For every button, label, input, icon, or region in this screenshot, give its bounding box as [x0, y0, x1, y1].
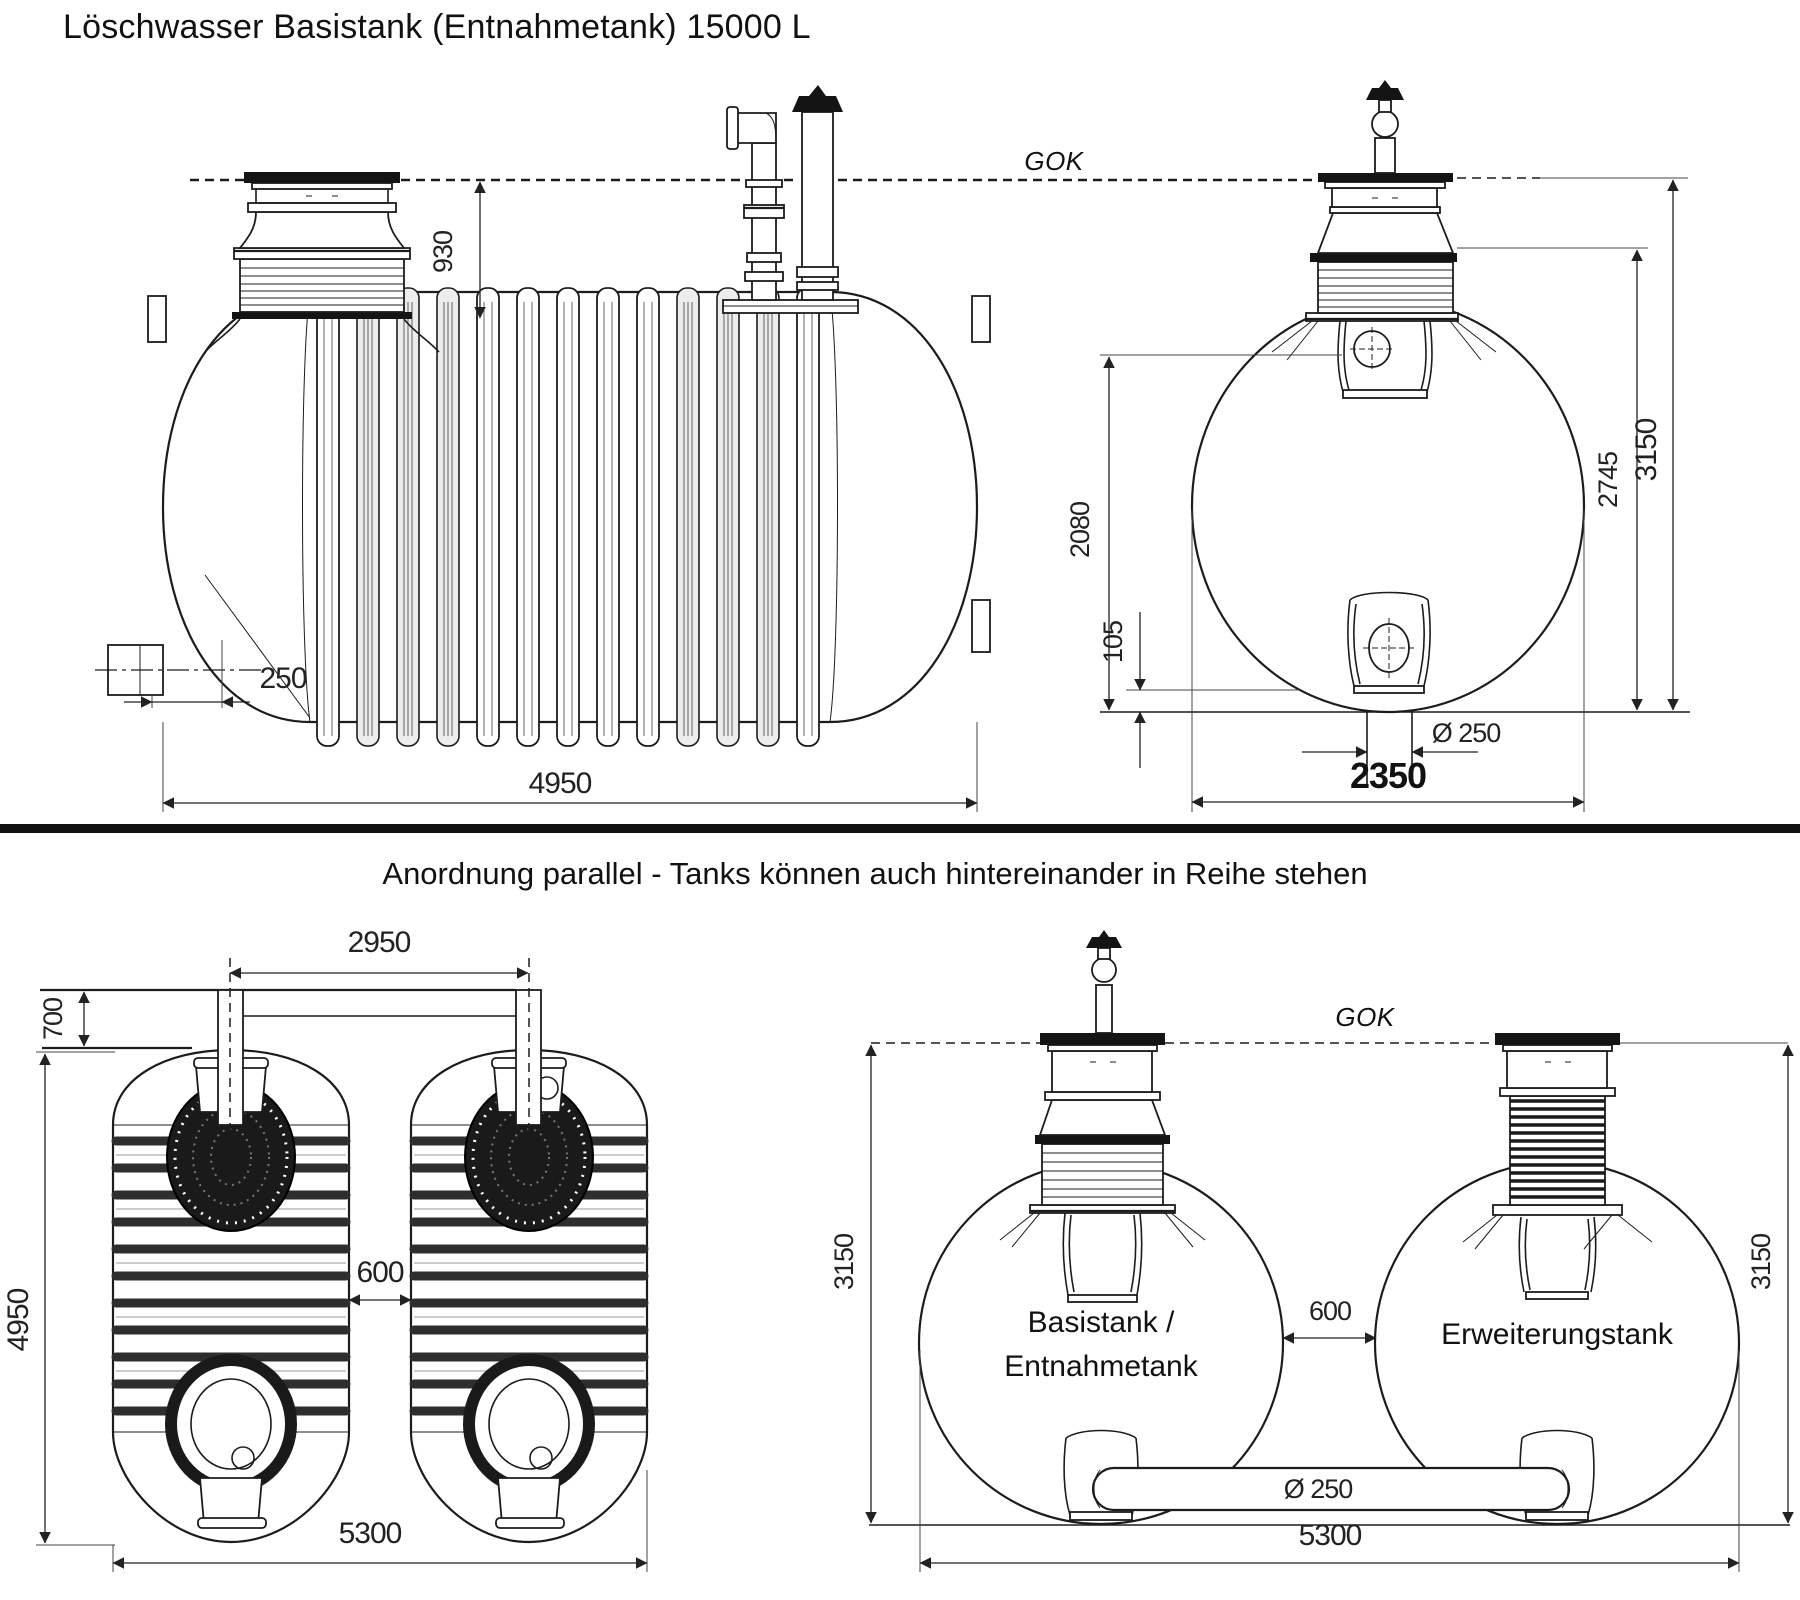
- page-title: Löschwasser Basistank (Entnahmetank) 150…: [63, 8, 811, 46]
- dim-pair-gap: 600: [1309, 1296, 1351, 1326]
- dim-outlet-diameter: Ø 250: [1432, 718, 1501, 748]
- dim-tank-length: 4950: [529, 767, 592, 800]
- dim-cover-height: 930: [428, 231, 458, 273]
- side-view-drawing: GOK 930 250 4950: [95, 85, 1316, 812]
- dim-total-depth: 3150: [1630, 418, 1663, 481]
- tank-lug-right-bottom: [971, 599, 991, 653]
- dim-depth-right: 3150: [1746, 1234, 1776, 1290]
- top-view-pipe-run: [40, 958, 542, 1135]
- end-dome-cover: [1318, 173, 1453, 182]
- left-tank-label-line2: Entnahmetank: [1004, 1350, 1198, 1383]
- end-dome-shaft: [1305, 80, 1459, 322]
- side-vent-pipes: [722, 85, 859, 314]
- vent-cap-icon: [792, 96, 843, 112]
- dim-body-depth: 2745: [1593, 452, 1623, 508]
- dim-total-width-pair: 5300: [1299, 1519, 1362, 1552]
- vent-ball-icon: [1371, 110, 1399, 138]
- side-inlet-stub: [95, 644, 265, 696]
- dim-tank-length-top: 4950: [2, 1288, 35, 1351]
- dim-tank-gap: 600: [356, 1256, 403, 1289]
- pair-connecting-pipe: [1091, 1466, 1571, 1512]
- dim-inlet-offset: 250: [259, 662, 306, 695]
- dim-sump-offset: 105: [1098, 621, 1128, 663]
- left-tank-label-line1: Basistank /: [1028, 1306, 1175, 1339]
- section-divider: [0, 824, 1800, 833]
- dim-tank-diameter: 2350: [1350, 755, 1426, 796]
- dim-pipe-diameter-pair: Ø 250: [1284, 1474, 1353, 1504]
- end-upper-manhole: [1271, 320, 1497, 399]
- end-view-drawing: 2080 105 2745 3150 Ø 250 2350: [1065, 80, 1690, 812]
- right-tank-label: Erweiterungstank: [1441, 1318, 1674, 1351]
- arrangement-caption: Anordnung parallel - Tanks können auch h…: [382, 856, 1368, 891]
- top-view-drawing: 2950 700 600 4950 5300: [2, 926, 649, 1572]
- vent-ball-icon: [1091, 957, 1117, 983]
- end-bottom-sump: [1347, 591, 1431, 694]
- dim-depth-left: 3150: [829, 1234, 859, 1290]
- side-dome-shaft: [204, 172, 440, 353]
- pair-left-cover: [1040, 1033, 1165, 1045]
- tank-lug-left: [147, 295, 167, 343]
- dim-riser-spacing: 2950: [348, 926, 411, 959]
- dim-inlet-depth: 2080: [1065, 502, 1095, 558]
- pair-right-dome-shaft: [1462, 1033, 1653, 1300]
- gok-label-pair: GOK: [1335, 1002, 1395, 1032]
- dim-total-width-top: 5300: [339, 1517, 402, 1550]
- gok-label-top: GOK: [1024, 146, 1084, 176]
- pair-left-dome-shaft: [999, 930, 1206, 1303]
- tank-lug-right: [971, 295, 991, 343]
- vent-cap-icon: [1086, 937, 1122, 948]
- dome-cover: [244, 172, 400, 183]
- pair-view-drawing: Ø 250: [829, 930, 1794, 1572]
- vent-cap-icon: [1366, 88, 1404, 100]
- top-view-left-tank: [111, 1048, 351, 1544]
- dim-pipe-offset: 700: [38, 998, 68, 1040]
- top-view-right-tank: [409, 1048, 649, 1544]
- pair-right-cover: [1495, 1033, 1620, 1045]
